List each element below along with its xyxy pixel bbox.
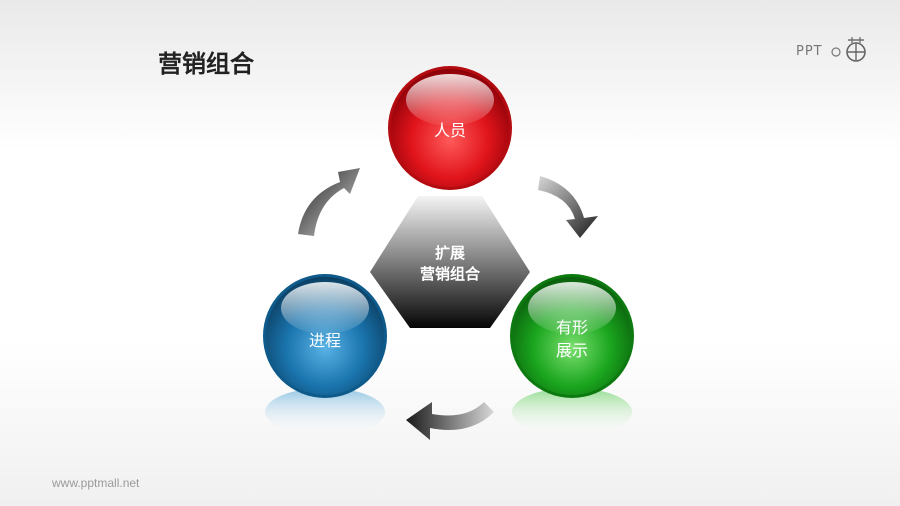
page-title: 营销组合: [158, 50, 254, 78]
arrow-top-right-icon: [538, 176, 598, 238]
center-label-line1: 扩展: [435, 244, 465, 262]
brand-logo: PPT: [796, 36, 876, 66]
left-node-label: 进程: [309, 331, 341, 350]
right-sphere-node: 有形 展示: [510, 274, 634, 398]
right-node-label-line1: 有形: [556, 318, 588, 337]
right-node-label-line2: 展示: [556, 341, 588, 360]
arrow-left-up-icon: [298, 168, 360, 236]
footer-url: www.pptmall.net: [52, 476, 140, 490]
logo-mark-icon: [831, 37, 866, 62]
center-label-line2: 营销组合: [420, 265, 481, 283]
logo-text: PPT: [796, 44, 823, 59]
center-hexagon: 扩展 营销组合: [370, 196, 530, 328]
top-sphere-node: 人员: [388, 66, 512, 190]
right-sphere-reflection: [512, 388, 632, 436]
left-sphere-node: 进程: [263, 274, 387, 398]
top-node-label: 人员: [434, 121, 466, 140]
arrow-bottom-icon: [406, 402, 494, 440]
left-sphere-reflection: [265, 388, 385, 436]
